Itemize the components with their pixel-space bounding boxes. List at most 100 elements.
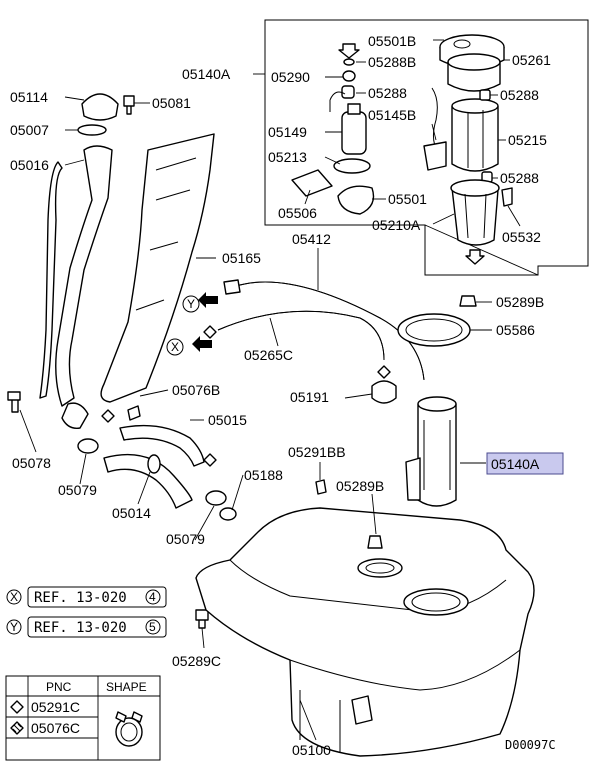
label-05501: 05501 — [388, 191, 427, 207]
legend-pnc-2: 05076C — [31, 720, 80, 736]
bolt-05289B-mid — [367, 535, 383, 549]
arrow-left-icon-y — [198, 292, 218, 308]
pump-wiring — [431, 87, 439, 153]
label-05100: 05100 — [292, 742, 331, 758]
clamp-05079-left — [77, 438, 99, 454]
ref-y-num: 5 — [149, 620, 156, 634]
label-05140A-top: 05140A — [182, 66, 231, 82]
bolt-05081 — [123, 95, 135, 115]
hose-05015 — [119, 424, 205, 467]
svg-text:X: X — [10, 590, 18, 604]
label-05289B-mid: 05289B — [336, 478, 384, 494]
pump-bracket — [337, 185, 375, 215]
marker-x: X — [166, 338, 184, 356]
fuel-cap — [81, 93, 119, 121]
label-05586: 05586 — [496, 322, 535, 338]
label-05290: 05290 — [271, 69, 310, 85]
label-05289C: 05289C — [172, 653, 221, 669]
label-05265C: 05265C — [244, 347, 293, 363]
label-05140A-highlight: 05140A — [491, 456, 540, 472]
label-05288-lower: 05288 — [500, 170, 539, 186]
fuel-pump-module-parts — [291, 34, 513, 265]
pump-strainer — [333, 158, 371, 174]
tube-05412 — [235, 281, 425, 381]
clamp-05079-right — [205, 490, 227, 506]
label-05007: 05007 — [10, 122, 49, 138]
svg-text:Y: Y — [187, 297, 195, 311]
bushing-05290 — [342, 70, 356, 82]
ref-x-text: REF. 13-020 — [34, 590, 127, 606]
ref-x[interactable]: X REF. 13-020 4 — [6, 586, 167, 608]
label-05076B: 05076B — [172, 382, 220, 398]
tube-05265C — [217, 310, 385, 361]
label-05188: 05188 — [244, 467, 283, 483]
diamond-hatched-icon — [10, 721, 24, 735]
diamond-marker-hatched — [101, 409, 115, 423]
legend-col-shape: SHAPE — [106, 680, 147, 694]
heat-shield — [100, 133, 215, 403]
label-05506: 05506 — [278, 205, 317, 221]
arrow-down-icon — [338, 43, 360, 59]
wiring-bracket — [423, 141, 447, 171]
diamond-marker — [377, 365, 391, 379]
label-05288-left: 05288 — [368, 85, 407, 101]
label-05015: 05015 — [208, 412, 247, 428]
label-05016: 05016 — [10, 157, 49, 173]
seal-05288-left — [341, 85, 355, 99]
bolt-05289C — [195, 609, 209, 629]
part-labels: 05501B 05261 05140A 05290 05288B 05288 0… — [10, 33, 551, 758]
label-05289B-top: 05289B — [496, 294, 544, 310]
pnc-shape-legend: PNC SHAPE 05291C 05076C — [5, 675, 161, 761]
label-05501B: 05501B — [368, 33, 416, 49]
diagram-id: D00097C — [505, 738, 556, 752]
svg-text:Y: Y — [10, 620, 18, 634]
ref-x-num: 4 — [149, 590, 156, 604]
diamond-icon — [10, 700, 24, 714]
diamond-marker — [203, 325, 217, 339]
label-05165: 05165 — [222, 250, 261, 266]
tank-bracket — [351, 695, 373, 725]
pump-reservoir — [450, 179, 500, 246]
valve-05078 — [7, 391, 21, 413]
breather-tube — [39, 161, 63, 399]
seal-05288-right — [479, 89, 491, 101]
neck-outlet — [61, 402, 89, 429]
arrow-down-icon — [465, 249, 485, 265]
tube-05265C-inner — [217, 310, 385, 361]
fuel-pump — [329, 91, 367, 155]
highlight-05140A[interactable]: 05140A — [486, 452, 564, 475]
label-05213: 05213 — [268, 149, 307, 165]
tank-port-small — [357, 558, 403, 578]
fuel-tank — [195, 507, 535, 757]
label-05014: 05014 — [112, 505, 151, 521]
gasket-05007 — [77, 124, 107, 136]
label-05191: 05191 — [290, 389, 329, 405]
label-05079-left: 05079 — [58, 482, 97, 498]
label-05215: 05215 — [508, 132, 547, 148]
pump-module-assembly — [405, 396, 457, 507]
label-05149: 05149 — [268, 124, 307, 140]
check-valve — [501, 187, 513, 207]
module-cup — [447, 53, 501, 92]
label-05288B: 05288B — [368, 54, 416, 70]
svg-text:X: X — [171, 340, 179, 354]
filler-neck — [55, 145, 113, 407]
ref-y[interactable]: Y REF. 13-020 5 — [6, 616, 167, 638]
label-05412: 05412 — [292, 231, 331, 247]
ref-y-text: REF. 13-020 — [34, 620, 127, 636]
filler-assembly — [39, 93, 135, 429]
label-05114: 05114 — [10, 89, 48, 105]
clip-05291BB — [315, 479, 327, 495]
legend-col-pnc: PNC — [46, 680, 72, 694]
sender-unit — [371, 380, 397, 404]
clip-05076B — [127, 405, 141, 421]
legend-pnc-1: 05291C — [31, 699, 80, 715]
clamp-05188 — [219, 507, 237, 521]
label-05210A: 05210A — [372, 217, 421, 233]
label-05145B: 05145B — [368, 107, 416, 123]
washer-05288B — [343, 58, 355, 66]
label-05288-right: 05288 — [500, 87, 539, 103]
label-05291BB: 05291BB — [288, 444, 346, 460]
hose-band — [147, 454, 161, 474]
